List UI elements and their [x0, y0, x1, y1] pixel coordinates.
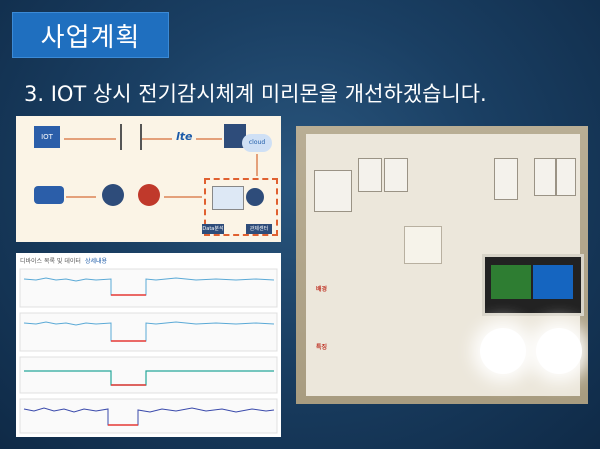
charts-header-link: 상세내용 — [84, 258, 108, 265]
monitoring-charts-svg — [19, 268, 278, 434]
person-icon — [102, 184, 124, 206]
hmi-display — [482, 254, 584, 316]
breaker-icon — [494, 158, 518, 200]
keypad-icon — [404, 226, 442, 264]
device-photo: 배경 특징 — [296, 126, 588, 404]
control-center-box — [204, 178, 278, 236]
slide-title-box: 사업계획 — [12, 12, 169, 58]
device-board: 배경 특징 — [306, 134, 584, 396]
control-label: 관제센터 — [246, 224, 272, 234]
breaker-icon — [358, 158, 382, 192]
server-icon — [224, 124, 246, 148]
background-label: 배경 — [316, 286, 328, 293]
slide-subtitle: 3. IOT 상시 전기감시체계 미리몬을 개선하겠습니다. — [24, 82, 487, 106]
lte-logo: lte — [176, 130, 193, 143]
cloud-icon: cloud — [242, 134, 272, 152]
chart4-line — [23, 407, 275, 426]
vehicle-icon — [34, 186, 64, 204]
breaker-icon — [534, 158, 556, 196]
light-icon — [536, 328, 582, 374]
light-icon — [480, 328, 526, 374]
breaker-icon — [384, 158, 408, 192]
monitor-icon — [212, 186, 244, 210]
tower-icon — [120, 124, 142, 150]
iot-house-icon: IOT — [34, 126, 60, 148]
breaker-icon — [556, 158, 576, 196]
data-label: Data분석 — [202, 224, 224, 234]
features-label: 특징 — [316, 344, 328, 351]
meter-icon — [314, 170, 352, 212]
slide-title: 사업계획 — [40, 22, 141, 53]
alarm-icon — [138, 184, 160, 206]
operator-icon — [246, 188, 264, 206]
system-diagram-image: IOT lte cloud Data분석 관제센터 — [16, 116, 281, 242]
